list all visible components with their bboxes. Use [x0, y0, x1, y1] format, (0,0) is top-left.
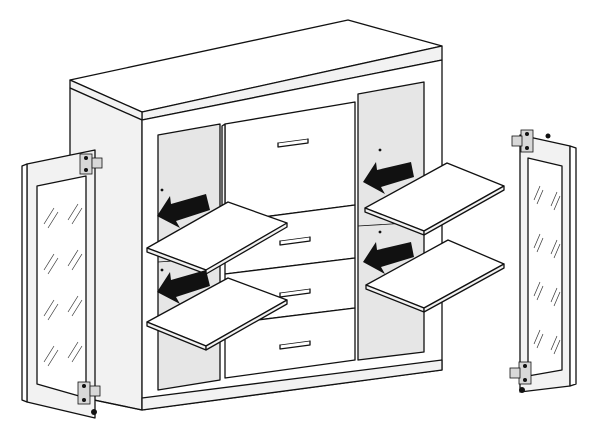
insert-arrows [157, 162, 414, 304]
shelf-pin [378, 148, 382, 152]
shelf-panels [146, 162, 505, 351]
glass-reflections [43, 203, 83, 367]
glass-pane [36, 175, 87, 399]
hinge-icon [509, 361, 532, 393]
shelf-panel [364, 162, 505, 236]
handle-icon [277, 138, 309, 148]
glass-pane [527, 157, 563, 377]
insert-arrow-icon [363, 242, 414, 274]
shelf-panel [146, 201, 288, 275]
hinge-icon [79, 153, 103, 175]
handle-icon [279, 340, 311, 350]
insert-arrow-icon [157, 270, 210, 304]
shelf-panel [146, 277, 288, 351]
cabinet-plinth [141, 359, 443, 411]
right-glass-door [509, 129, 577, 393]
handle-icon [279, 288, 311, 298]
drawer-stack [221, 101, 356, 379]
drawer [224, 307, 356, 379]
shelf-panel [365, 239, 505, 313]
insert-arrow-icon [363, 162, 414, 194]
shelf-pin [378, 230, 382, 234]
hinge-icon [77, 381, 101, 415]
hinge-icon [511, 129, 551, 153]
left-glass-door [21, 149, 103, 419]
shelf-pin [160, 268, 164, 272]
insert-arrow-icon [157, 194, 210, 228]
shelf-pin [160, 188, 164, 192]
glass-reflections [533, 185, 561, 355]
handle-icon [279, 236, 311, 246]
